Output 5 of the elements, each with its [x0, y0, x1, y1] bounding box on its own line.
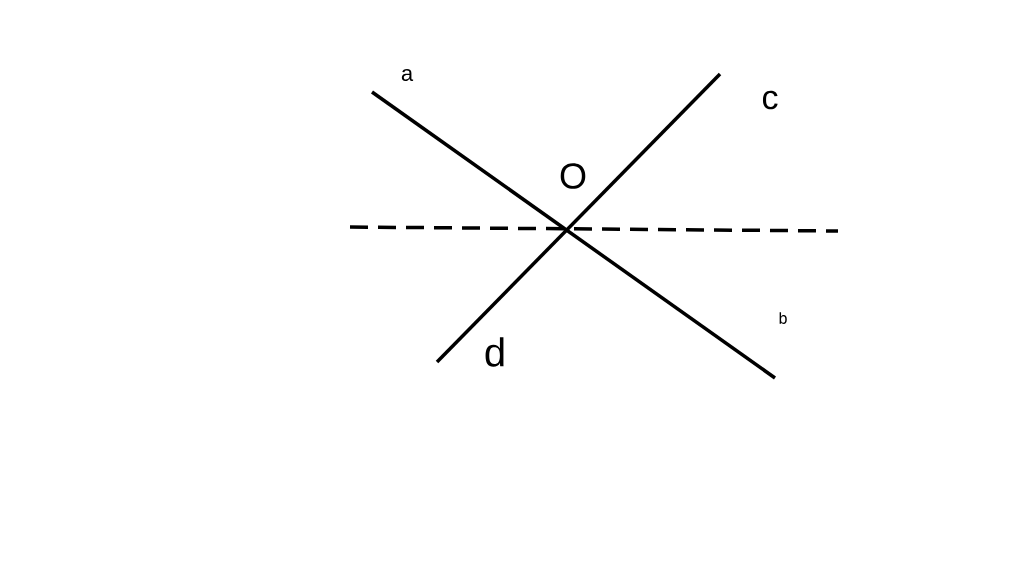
point-label: a [401, 68, 414, 82]
point-label: d [485, 337, 504, 367]
point-label: b [779, 312, 787, 324]
point-label: O [560, 163, 586, 189]
point-label: c [762, 90, 778, 110]
